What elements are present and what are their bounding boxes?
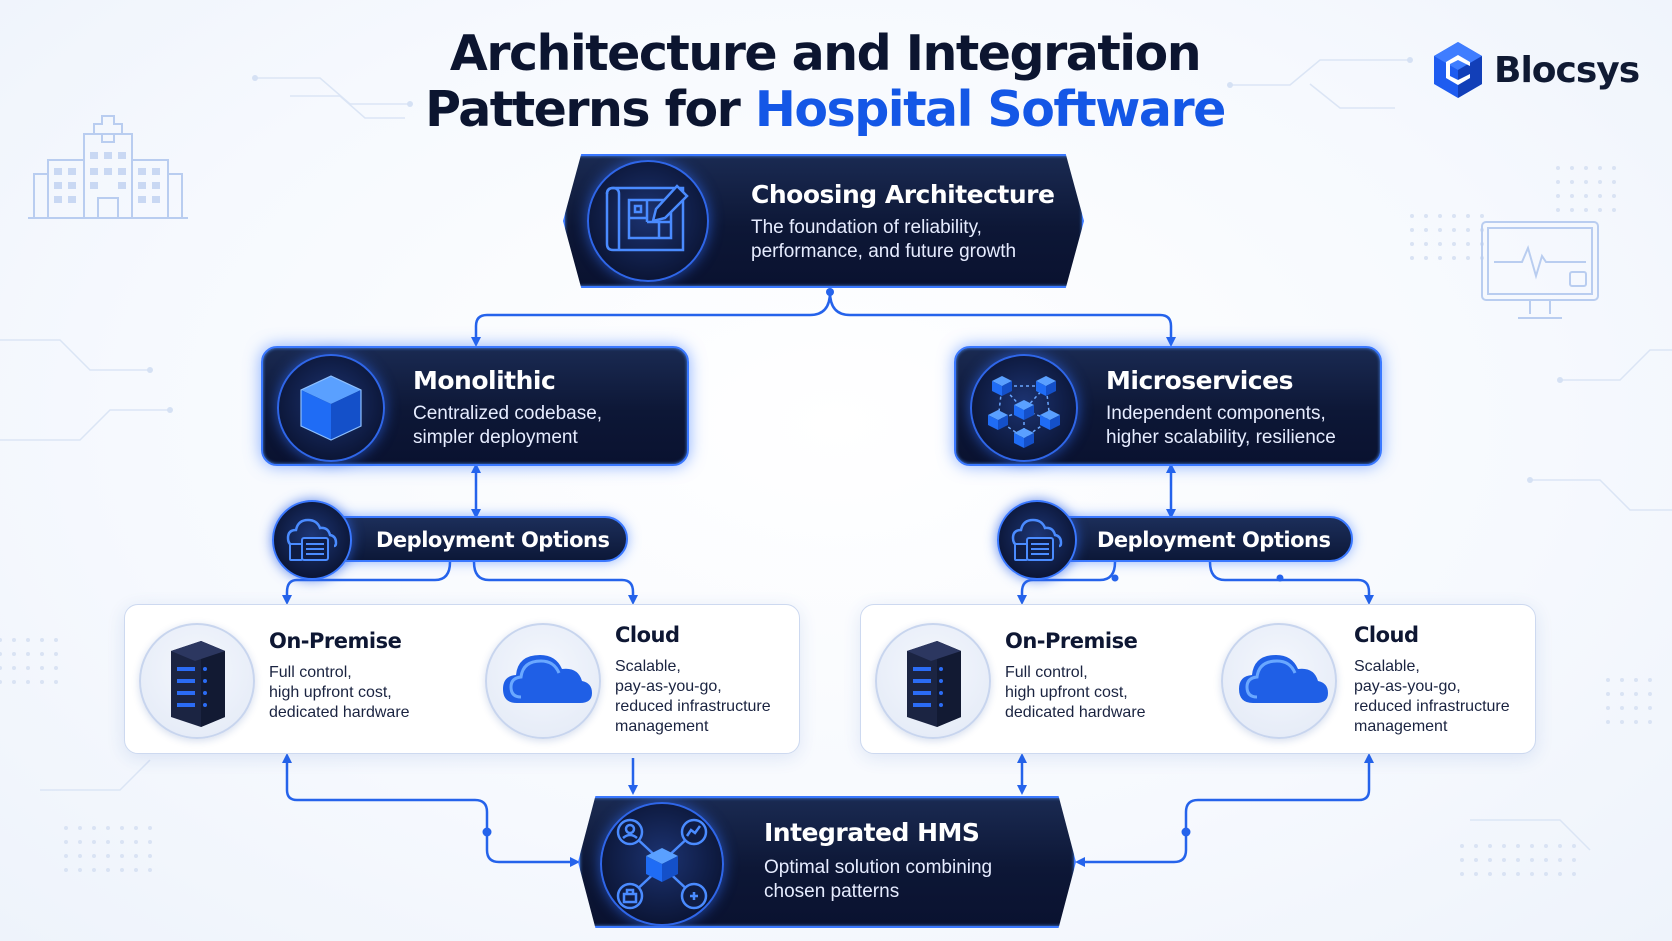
cloud-server-icon [272,500,352,580]
integrated-desc-line-2: chosen patterns [764,881,900,902]
left-onpremise-title: On-Premise [269,629,402,653]
right-onpremise-line-3: dedicated hardware [1005,704,1146,721]
integrated-hms-card: Integrated HMS Optimal solution combinin… [578,796,1076,928]
brand-name: Blocsys [1494,49,1640,91]
integration-hub-icon [600,802,724,926]
left-onpremise-desc: Full control, high upfront cost, dedicat… [269,663,410,723]
hospital-building-icon [28,115,188,219]
deployment-options-right-label: Deployment Options [1097,528,1331,552]
server-rack-icon [875,623,991,739]
microservices-desc-line-1: Independent components, [1106,403,1326,424]
cloud-icon [1221,623,1337,739]
blueprint-icon [587,160,709,282]
deployment-options-right-card: On-Premise Full control, high upfront co… [860,604,1536,754]
choosing-architecture-card: Choosing Architecture The foundation of … [563,154,1084,288]
page-title: Architecture and Integration Patterns fo… [320,26,1330,138]
monolithic-desc-line-1: Centralized codebase, [413,403,603,424]
right-cloud-line-3: reduced infrastructure [1354,698,1510,715]
network-cubes-icon [970,354,1078,462]
microservices-desc-line-2: higher scalability, resilience [1106,427,1336,448]
right-cloud-line-4: management [1354,718,1448,735]
right-cloud-title: Cloud [1354,623,1419,647]
cloud-server-icon [997,500,1077,580]
monolithic-desc: Centralized codebase, simpler deployment [413,402,602,450]
monolithic-card: Monolithic Centralized codebase, simpler… [261,346,689,466]
right-cloud-desc: Scalable, pay-as-you-go, reduced infrast… [1354,657,1510,737]
choosing-architecture-title: Choosing Architecture [751,180,1055,209]
left-cloud-desc: Scalable, pay-as-you-go, reduced infrast… [615,657,771,737]
integrated-desc-line-1: Optimal solution combining [764,857,993,878]
integrated-hms-title: Integrated HMS [764,818,980,847]
right-onpremise-line-1: Full control, [1005,664,1088,681]
left-cloud-line-1: Scalable, [615,658,681,675]
cloud-icon [485,623,601,739]
deployment-options-left-label: Deployment Options [376,528,610,552]
left-cloud-line-4: management [615,718,709,735]
right-cloud-line-2: pay-as-you-go, [1354,678,1461,695]
choosing-architecture-desc: The foundation of reliability, performan… [751,216,1016,264]
integrated-hms-desc: Optimal solution combining chosen patter… [764,856,992,904]
left-onpremise-line-1: Full control, [269,664,352,681]
left-cloud-title: Cloud [615,623,680,647]
microservices-title: Microservices [1106,366,1293,395]
blocsys-logo-icon [1434,42,1482,98]
cube-icon [277,354,385,462]
monolithic-desc-line-2: simpler deployment [413,427,578,448]
right-onpremise-desc: Full control, high upfront cost, dedicat… [1005,663,1146,723]
heart-monitor-icon [1481,221,1599,319]
deployment-options-left-card: On-Premise Full control, high upfront co… [124,604,800,754]
microservices-card: Microservices Independent components, hi… [954,346,1382,466]
monolithic-title: Monolithic [413,366,556,395]
brand-logo: Blocsys [1430,40,1640,100]
choosing-desc-line-1: The foundation of reliability, [751,217,982,238]
choosing-desc-line-2: performance, and future growth [751,241,1017,262]
left-cloud-line-3: reduced infrastructure [615,698,771,715]
right-onpremise-line-2: high upfront cost, [1005,684,1128,701]
title-line-2-accent: Hospital Software [754,81,1226,138]
server-rack-icon [139,623,255,739]
left-cloud-line-2: pay-as-you-go, [615,678,722,695]
left-onpremise-line-3: dedicated hardware [269,704,410,721]
title-line-2-prefix: Patterns for [425,81,755,138]
microservices-desc: Independent components, higher scalabili… [1106,402,1336,450]
right-cloud-line-1: Scalable, [1354,658,1420,675]
title-line-1: Architecture and Integration [449,25,1202,82]
left-onpremise-line-2: high upfront cost, [269,684,392,701]
right-onpremise-title: On-Premise [1005,629,1138,653]
